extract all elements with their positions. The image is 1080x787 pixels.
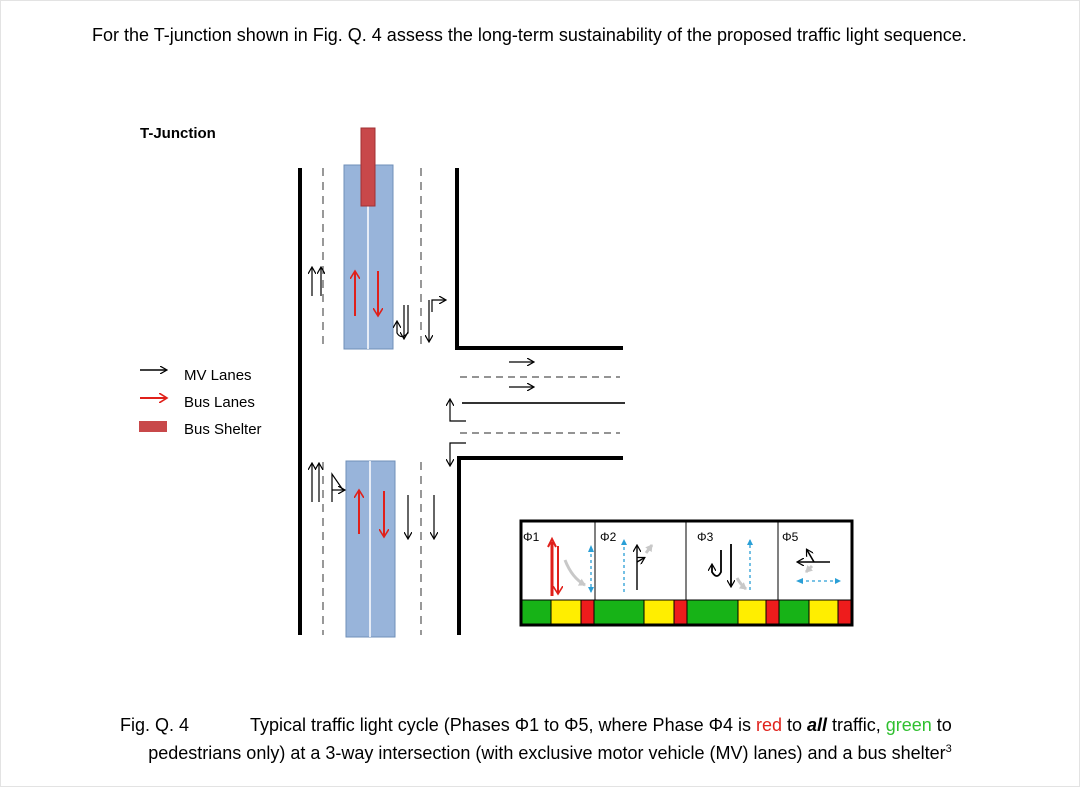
t-junction-figure: T-Junction MV Lanes Bus Lanes Bus Shelte… (139, 125, 854, 638)
signal-timing-bar (521, 599, 852, 625)
legend-shelter-label: Bus Shelter (184, 421, 262, 438)
question-text: For the T-junction shown in Fig. Q. 4 as… (92, 25, 967, 45)
phase-label-3: Φ3 (697, 530, 714, 544)
vertical-lane-markings (322, 168, 422, 635)
phase-2-movements (621, 539, 654, 592)
caption-bold-word: all (807, 715, 828, 735)
east-lower-edge (457, 456, 623, 635)
phase-3-movements (712, 539, 753, 591)
legend: MV Lanes Bus Lanes Bus Shelter (139, 367, 262, 438)
phase-label-5: Φ5 (782, 530, 799, 544)
caption-text-a: Typical traffic light cycle (Phases Φ1 t… (250, 715, 756, 735)
caption-text-b: to (781, 715, 807, 735)
caption-superscript: 3 (945, 743, 952, 755)
legend-bus-label: Bus Lanes (184, 394, 255, 411)
caption-red-word: red (755, 715, 782, 735)
phase-label-2: Φ2 (600, 530, 617, 544)
east-mv-arrows (450, 362, 533, 465)
south-bus-arrows (359, 491, 384, 536)
north-mv-arrows (312, 268, 445, 341)
caption-line-2: pedestrians only) at a 3-way intersectio… (148, 743, 946, 763)
phase-5-movements (796, 550, 841, 584)
south-mv-arrows (312, 464, 434, 538)
phase-diagram: Φ1 Φ2 Φ3 Φ5 (519, 519, 854, 627)
legend-shelter-swatch (139, 421, 167, 432)
legend-mv-label: MV Lanes (184, 367, 252, 384)
road-edges (298, 168, 623, 635)
figure-caption: Fig. Q. 4 Typical traffic light cycle (Ph… (110, 713, 990, 765)
caption-green-word: green (885, 715, 932, 735)
phase-1-movements (547, 536, 594, 596)
caption-fig-label: Fig. Q. 4 (120, 715, 190, 735)
figure-title: T-Junction (140, 125, 216, 142)
east-upper-edge (455, 168, 623, 350)
east-lane-markings (460, 376, 625, 434)
phase-label-1: Φ1 (523, 530, 540, 544)
caption-text-d: to (931, 715, 952, 735)
caption-text-c: traffic, (827, 715, 886, 735)
north-bus-arrows (355, 271, 378, 316)
bus-shelter (360, 127, 376, 207)
